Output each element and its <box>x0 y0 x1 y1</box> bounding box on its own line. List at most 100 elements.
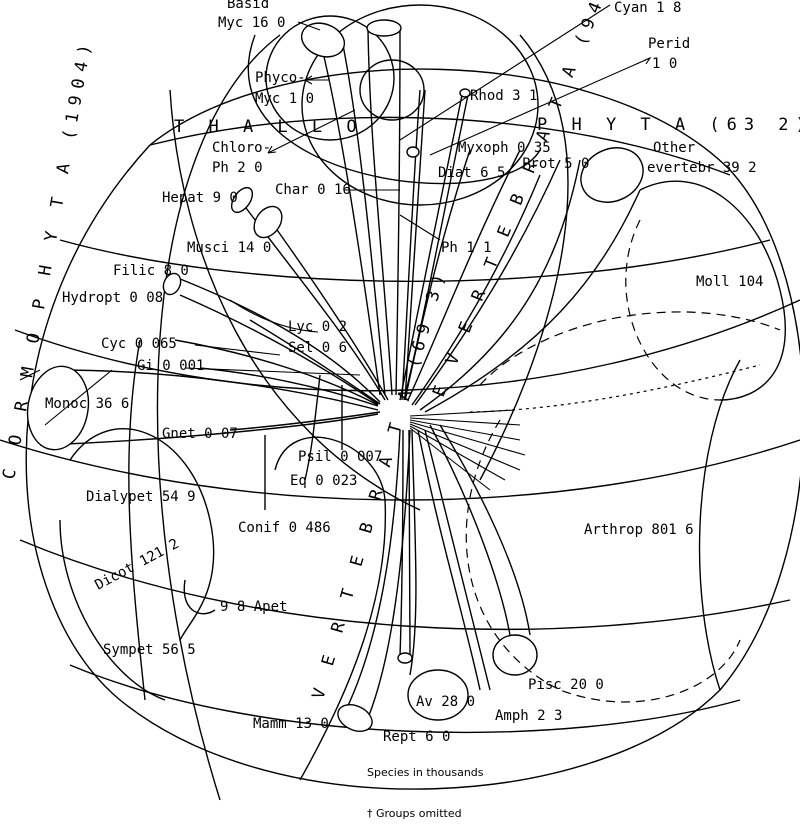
thallo-outer-circle <box>301 4 539 206</box>
cyan-leader <box>399 4 611 141</box>
label-gnet: Gnet 0 07 <box>162 426 238 442</box>
group-thallophyta: T H A L L O <box>174 117 364 137</box>
eq-leader <box>304 374 321 481</box>
moll-boundary <box>639 180 786 401</box>
label-rhod: Rhod 3 1 <box>470 88 537 104</box>
filic-stem-b <box>179 294 379 405</box>
basid-leader <box>297 21 321 31</box>
amph-stem-a <box>417 429 481 691</box>
hepat-tube-end <box>230 186 254 214</box>
filic-tube-end <box>162 272 182 296</box>
label-myxoph: Myxoph 0 35 <box>458 140 551 156</box>
label-basid-1: Basid <box>227 0 269 12</box>
cyan-tube-end <box>366 19 402 37</box>
label-arthrop: Arthrop 801 6 <box>584 522 694 538</box>
perid-leader <box>429 57 651 156</box>
label-psil: Psil 0 007 <box>298 449 382 465</box>
label-perid-1: Perid <box>648 36 690 52</box>
band-2 <box>59 239 771 283</box>
label-av: Av 28 0 <box>416 694 475 710</box>
label-prot: Prot 5 0 <box>522 156 589 172</box>
filic-stem-a <box>169 274 381 403</box>
label-apet: 9 8 Apet <box>220 599 287 615</box>
chloro-leader <box>267 109 356 154</box>
label-other-1: Other <box>653 140 695 156</box>
meridian-inner-left <box>169 89 421 511</box>
label-char: Char 0 16 <box>275 182 351 198</box>
mamm-stem-a <box>344 429 401 713</box>
thallo-big-loop <box>247 34 541 185</box>
label-cyc: Cyc 0 065 <box>101 336 177 352</box>
musci-tube-end <box>253 205 283 239</box>
other-stem-a <box>419 159 581 411</box>
label-mamm: Mamm 13 0 <box>253 716 329 732</box>
cyc-leader <box>194 344 281 356</box>
moll-dashed-boundary <box>625 219 721 401</box>
vertebrata-loop <box>274 436 387 781</box>
av-circle <box>407 669 469 721</box>
monoc-leader-b <box>19 369 41 381</box>
label-moll: Moll 104 <box>696 274 763 290</box>
apet-loop <box>183 579 216 615</box>
pisc-stem-a <box>429 424 511 636</box>
other-evertebr-tube-end <box>580 147 644 203</box>
amph-stem-b <box>424 429 491 691</box>
label-pisc: Pisc 20 0 <box>528 677 604 693</box>
basid-tube-end <box>300 22 346 58</box>
lyc-stem <box>249 319 381 405</box>
label-cyan: Cyan 1 8 <box>614 0 681 16</box>
label-eq: Eq 0 023 <box>290 473 357 489</box>
rept-tube-end <box>397 652 413 664</box>
monoc-stem-b <box>39 413 379 446</box>
prot-stem-a <box>414 159 561 406</box>
label-chloro-1: Chloro- <box>212 140 271 156</box>
label-phyco-2: Myc 1 0 <box>255 91 314 107</box>
musci-stem <box>269 219 389 401</box>
label-other-2: evertebr 39 2 <box>647 160 757 176</box>
arthrop-top-dashed <box>479 311 781 386</box>
label-sel: Sel 0 6 <box>288 340 347 356</box>
label-hydropt: Hydropt 0 08 <box>62 290 163 306</box>
monoc-tube-end <box>26 365 90 451</box>
arthrop-dotted-line <box>469 364 761 413</box>
cyan-stem-b <box>395 29 401 396</box>
label-conif: Conif 0 486 <box>238 520 331 536</box>
footer-note: † Groups omitted <box>367 807 462 820</box>
basid-stem-b <box>341 39 386 396</box>
label-chloro-2: Ph 2 0 <box>212 160 263 176</box>
fungi-circle <box>265 15 395 141</box>
perid-arrowhead <box>644 56 652 65</box>
label-lyc: Lyc 0 2 <box>288 319 347 335</box>
other-stem-b <box>424 189 641 413</box>
cyan-stem-a <box>367 29 393 396</box>
prot-stem-b <box>411 174 541 406</box>
label-monoc: Monoc 36 6 <box>45 396 129 412</box>
monoc-leader-a <box>44 369 113 426</box>
gnet-stem <box>229 411 381 431</box>
sympet-region <box>59 519 166 701</box>
meridian-far-right <box>698 359 741 691</box>
label-gi: Gi 0 001 <box>137 358 204 374</box>
band-1 <box>149 116 731 176</box>
diat-stem <box>404 149 471 401</box>
band-3 <box>14 299 800 392</box>
label-phyco-1: Phyco- <box>255 70 306 86</box>
band-6 <box>69 664 741 734</box>
label-rept: Rept 6 0 <box>383 729 450 745</box>
dicot-region <box>69 428 215 641</box>
perid-stem-b <box>404 89 426 401</box>
meridian-right <box>479 34 569 481</box>
lyc-leader <box>229 299 319 333</box>
pisc-stem-b <box>439 424 531 636</box>
chloro-arrowhead <box>267 145 277 154</box>
arthrop-dashed-boundary <box>465 419 741 703</box>
rept-stem-a <box>399 429 404 656</box>
group-phyta: P H Y T A (63 2) <box>537 115 800 135</box>
band-4 <box>0 439 800 501</box>
mamm-stem-b <box>367 429 411 719</box>
central-fan <box>409 409 526 491</box>
av-stem <box>409 429 417 676</box>
label-basid-2: Myc 16 0 <box>218 15 285 31</box>
